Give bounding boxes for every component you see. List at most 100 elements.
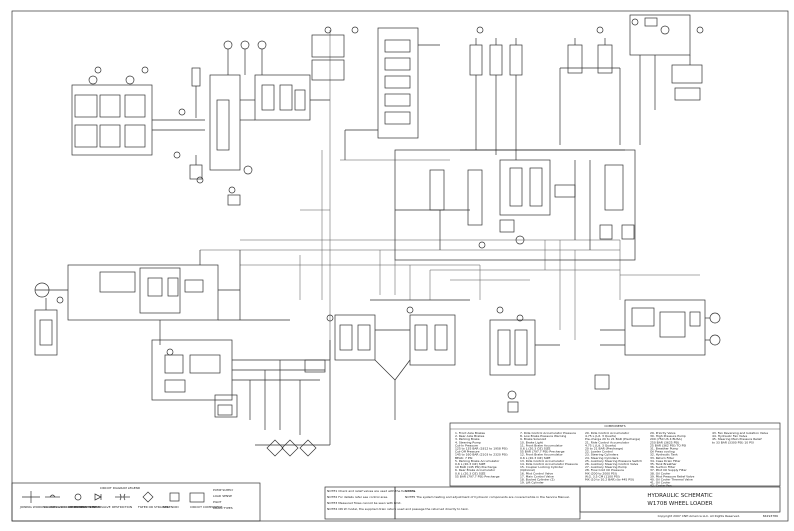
- component-entry: 41. Oil Cooler: [650, 481, 671, 485]
- title-line1: HYDRAULIC SCHEMATIC: [647, 493, 712, 499]
- main-pressure-lines: [200, 30, 700, 360]
- component-entry: 4. Steering Pump: [455, 440, 481, 444]
- loader-control-valves: [304, 299, 470, 420]
- component-entry: (Optional): [520, 468, 535, 472]
- component-entry: 125 to 135 BAR (1812 to 1958 PSI): [455, 447, 508, 451]
- component-entry: 11. Front Brake Accumulator: [520, 443, 564, 447]
- brake-valve-stack: [209, 40, 330, 206]
- pilot-valve-stack: [311, 26, 440, 160]
- component-entry: 19. Lift Cylinder: [520, 481, 545, 485]
- component-entry: Pre-charge 20 to 21 BAR (Precharge): [585, 437, 640, 441]
- title-block: HYDRAULIC SCHEMATIC W170B WHEEL LOADER C…: [579, 486, 781, 518]
- component-entry: to 33 BAR (3300 PSI) 10 PSI: [712, 440, 754, 444]
- note-line: NOTE4 ON W model, the supplied drain ret…: [327, 507, 469, 511]
- legend-item-label: COMPONENT NUMBER: [68, 505, 101, 509]
- notes-block-1: NOTE1 Check and relief valves are used w…: [327, 489, 469, 511]
- component-entry: 24. Steering Cylinders: [585, 456, 619, 460]
- component-entry: 32. Hydraulic Tank: [650, 453, 678, 457]
- legend-item-label: CIRCUIT COMPONENT: [190, 505, 222, 509]
- component-entry: 25. Auxiliary Steering Pressure Switch: [585, 459, 642, 463]
- component-entry: 42. Cooler Fan: [650, 484, 672, 488]
- component-entry: 25 BAR (362 PSI) TO PSI: [650, 443, 686, 447]
- notes-block-2: NOTE5 The system testing and adjustment …: [405, 495, 570, 499]
- component-entry: Cut-Off Pressure: [455, 450, 480, 454]
- component-entry: 14. Ride Control Accumulator Pressure: [520, 462, 578, 466]
- legend-item-label: PILOT: [213, 500, 222, 504]
- component-entry: 38. Oil Cooler: [650, 471, 671, 475]
- component-entry: 45. Steering Main Pressure Relief: [712, 437, 763, 441]
- component-entry: 2. Rear Axle Brakes: [455, 434, 485, 438]
- component-entry: 22. Loader Control: [585, 450, 613, 454]
- component-entry: 31. Breather Pump: [650, 447, 678, 451]
- component-entry: 33. Return Filter: [650, 456, 675, 460]
- component-entry: 55 BAR (797.7 PSI) Precharge: [520, 450, 565, 454]
- component-entry: MX (200 to 2000 PSI): [585, 471, 617, 475]
- brake-section: [71, 67, 205, 184]
- component-entry: Cut-In Pressure: [455, 443, 478, 447]
- component-entry: 200 (750 US 4 BUSA): [650, 437, 682, 441]
- component-entry: 28. Flow Cold Oil Pressure: [585, 468, 624, 472]
- drawing-number: 84293786: [763, 514, 778, 518]
- components-header: COMPONENTS: [604, 424, 625, 428]
- legend-item-label: LOAD SENSE: [213, 494, 232, 498]
- steering-pump-cluster: [34, 250, 290, 356]
- component-entry: 21. Ride Control Accumulator: [585, 440, 630, 444]
- legend-item-label: DRAIN TYPES: [213, 506, 233, 510]
- component-entry: 13. Ride Control Accumulator: [520, 459, 565, 463]
- component-entry: 3. Parking Brake: [455, 437, 480, 441]
- component-entry: 23. Steering Cylinders: [585, 453, 619, 457]
- component-entry: 9. Brake Solenoid: [520, 437, 546, 441]
- component-entry: 0.6 L (20.3 OZ) SIZE: [520, 456, 551, 460]
- note-line: NOTE2 For details refer see control area…: [327, 495, 388, 499]
- note-line: NOTE5 The system testing and adjustment …: [405, 495, 570, 499]
- component-entry: 29. Priority Valve: [650, 431, 676, 435]
- component-entry: 40. Oil Cooler Thermal Valve: [650, 478, 693, 482]
- legend-item-label: FILTER OR STRAINER: [138, 505, 169, 509]
- component-entry: 30. High Pressure Pump: [650, 434, 686, 438]
- component-entry: 55 BAR (797.7 PSI) Precharge: [455, 474, 500, 478]
- legend-item-label: JOINING WORKING LINES AND CONNECTING: [19, 505, 87, 509]
- component-entry: 4.75 L (Lit. 3 Quarts): [585, 443, 616, 447]
- notes-area: NOTES NOTE1 Check and relief valves are …: [324, 486, 581, 520]
- circuit-legend: CIRCUIT DIAGRAM LEGEND JOINING WORKING L…: [11, 482, 261, 522]
- note-line: NOTE1 Check and relief valves are used w…: [327, 489, 416, 493]
- component-entry: 145 to 160 BAR (2103 to 2320 PSI): [455, 453, 508, 457]
- component-number-tags: [56, 18, 704, 356]
- legend-item-label: CHECK VALVE: [90, 505, 111, 509]
- component-entry: 35. Tank Breather: [650, 462, 677, 466]
- component-entry: 1. Front Axle Brakes: [455, 431, 485, 435]
- component-entry: 5. Parking Brake Accumulator: [455, 459, 500, 463]
- component-entry: Oil Press cooling: [650, 450, 675, 454]
- title-line2: W170B WHEEL LOADER: [647, 501, 712, 507]
- component-entry: 0.6 L (20.3 OZ) SIZE: [455, 471, 486, 475]
- component-entry: 43. Fan Reversing and Isolation Valve: [712, 431, 768, 435]
- component-entry: 27. Auxiliary Steering Pump: [585, 465, 627, 469]
- component-entry: 8. Low Brake Pressure Warning: [520, 434, 566, 438]
- fan-motor-assembly: [600, 299, 721, 356]
- component-entry: 10. Brake Light: [520, 440, 544, 444]
- component-entry: MX (10 to 10.2 BAR) (to 445 PSI): [585, 478, 634, 482]
- note-line: NOTE3 Measured flows cannot be seen with…: [327, 501, 401, 505]
- component-entry: 17. Main Control Valve: [520, 474, 554, 478]
- component-entry: 36. Suction Filter: [650, 465, 676, 469]
- cooler-filter-cluster: [151, 339, 331, 457]
- component-entry: 12. Front Brake Accumulator: [520, 453, 564, 457]
- component-entry: 0.6 L (20.3 OZ) SIZE: [520, 447, 551, 451]
- component-entry: 44. Hydraulic Fan Valve: [712, 434, 747, 438]
- main-control-valve: [394, 149, 636, 261]
- notes-header: NOTES: [405, 489, 415, 493]
- steering-fan-components: [629, 14, 703, 145]
- legend-labels: JOINING WORKING LINES AND CONNECTINGCROS…: [19, 488, 233, 510]
- legend-header: CIRCUIT DIAGRAM LEGEND: [100, 486, 141, 490]
- component-entry: W.G. 3.5 CM (1100 PSI): [585, 474, 620, 478]
- component-entry: BEAK: 7 PSI: [455, 456, 473, 460]
- legend-item-label: CROSSING CIRCUIT COMPONENTS: [44, 505, 95, 509]
- component-entry: 18. Bucket Cylinder (2): [520, 478, 555, 482]
- component-entry: 26. Auxiliary Steering Control Valve: [585, 462, 638, 466]
- component-entry: 10 BAR (145 PSI) Precharge: [455, 465, 497, 469]
- component-entry: 4.75 L (Lit. 3 Quarts): [585, 434, 616, 438]
